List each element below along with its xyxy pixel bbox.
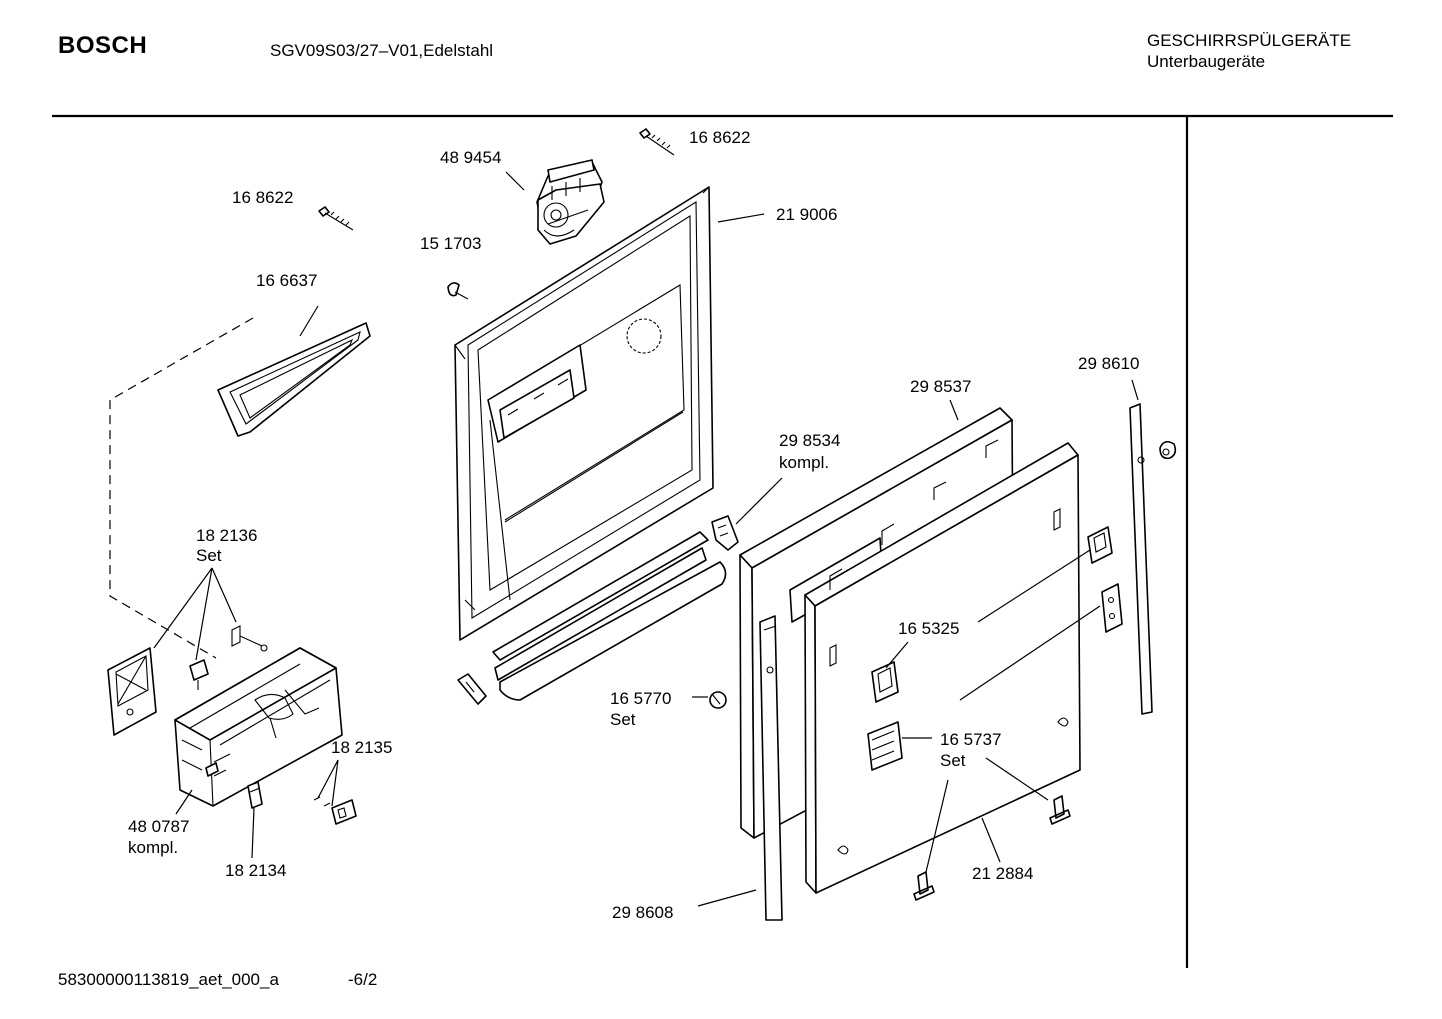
part-label: 48 0787 <box>128 817 189 836</box>
part-label-note: Set <box>940 751 966 770</box>
door-bottom-strip <box>492 531 727 701</box>
part-label-note: kompl. <box>779 453 829 472</box>
leader-lines <box>153 171 1139 907</box>
part-label: 15 1703 <box>420 234 481 253</box>
document-id: 58300000113819_aet_000_a <box>58 970 279 989</box>
brand-logo: BOSCH <box>58 32 148 59</box>
part-label: 16 5770 <box>610 689 671 708</box>
small-lever-part <box>231 625 268 652</box>
control-module <box>174 647 343 807</box>
part-label: 16 8622 <box>689 128 750 147</box>
part-label: 18 2136 <box>196 526 257 545</box>
screw-icon <box>318 206 354 231</box>
part-label: 29 8537 <box>910 377 971 396</box>
part-label-note: Set <box>196 546 222 565</box>
assembly-outline <box>109 317 254 659</box>
small-plug-part <box>1159 440 1177 460</box>
hinge-bracket <box>711 515 739 551</box>
small-switch-part <box>189 659 209 690</box>
hinge-plate <box>1101 583 1123 633</box>
screw-icon <box>447 282 469 300</box>
mounting-clip <box>871 661 899 703</box>
small-knob-part <box>709 691 727 709</box>
screw-icon <box>639 128 675 156</box>
part-label-note: Set <box>610 710 636 729</box>
part-label: 21 2884 <box>972 864 1033 883</box>
side-trim-strip <box>759 615 783 921</box>
part-label: 29 8608 <box>612 903 673 922</box>
product-category: GESCHIRRSPÜLGERÄTE Unterbaugeräte <box>1147 30 1351 72</box>
mounting-clip <box>1087 526 1113 564</box>
part-label: 21 9006 <box>776 205 837 224</box>
part-label: 18 2135 <box>331 738 392 757</box>
door-lock-part <box>536 159 605 245</box>
door-inner-sheet <box>789 439 1081 894</box>
foot-bracket <box>1049 795 1071 825</box>
inner-door-panel <box>454 186 714 641</box>
part-label: 18 2134 <box>225 861 286 880</box>
part-label: 16 5325 <box>898 619 959 638</box>
part-label: 29 8534 <box>779 431 840 450</box>
model-designation: SGV09S03/27–V01,Edelstahl <box>270 41 494 60</box>
small-connector-part <box>313 796 357 825</box>
hinge-plate <box>867 721 903 771</box>
page-number: -6/2 <box>348 970 378 989</box>
part-label: 16 5737 <box>940 730 1001 749</box>
foot-bracket <box>913 871 935 901</box>
part-label-note: kompl. <box>128 838 178 857</box>
side-trim-strip <box>1129 403 1153 715</box>
small-cap-part <box>247 781 263 809</box>
display-frame <box>217 322 371 437</box>
part-label: 16 6637 <box>256 271 317 290</box>
part-label: 29 8610 <box>1078 354 1139 373</box>
part-label: 16 8622 <box>232 188 293 207</box>
small-clip-part <box>457 673 487 705</box>
bracket-part <box>107 647 157 736</box>
part-label: 48 9454 <box>440 148 501 167</box>
category-title: GESCHIRRSPÜLGERÄTE <box>1147 31 1352 50</box>
category-subtitle: Unterbaugeräte <box>1147 52 1266 71</box>
